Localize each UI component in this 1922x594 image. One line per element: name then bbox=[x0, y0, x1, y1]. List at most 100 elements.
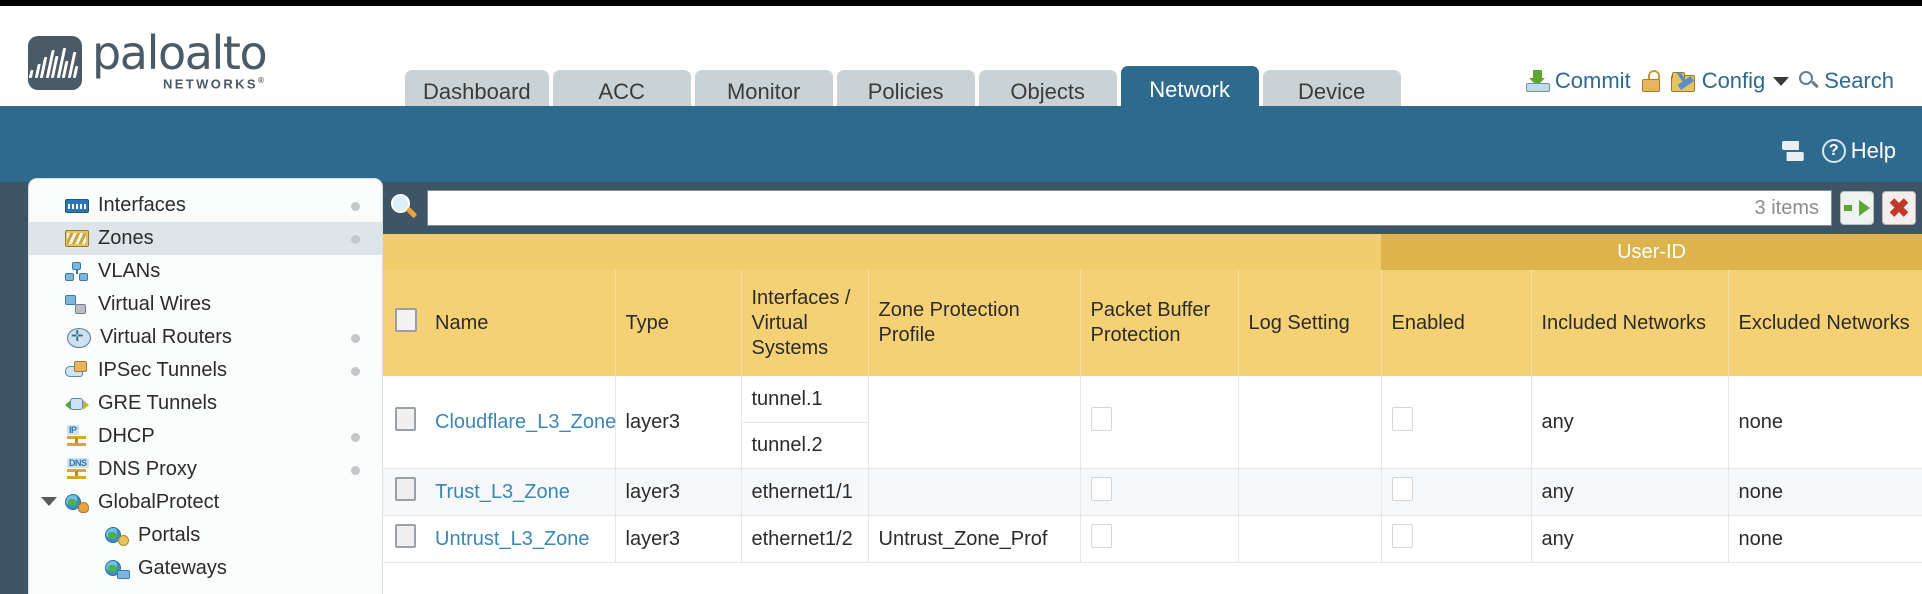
sidebar-item-label: Virtual Routers bbox=[100, 326, 232, 348]
dhcp-badge: IP bbox=[67, 424, 79, 435]
tab-monitor[interactable]: Monitor bbox=[694, 70, 833, 113]
sidebar-item-virtual-routers[interactable]: Virtual Routers bbox=[29, 321, 382, 354]
cell-included-networks: any bbox=[1531, 376, 1729, 469]
sidebar-item-label: Gateways bbox=[138, 557, 227, 579]
cell-name[interactable]: Cloudflare_L3_Zone bbox=[425, 376, 617, 469]
table-row[interactable]: Untrust_L3_Zone layer3 ethernet1/2 Untru… bbox=[383, 515, 1922, 563]
userid-enabled-checkbox[interactable] bbox=[1391, 524, 1413, 548]
cell-included-networks: any bbox=[1531, 515, 1729, 563]
sidebar-item-zones[interactable]: Zones bbox=[29, 222, 382, 255]
help-button[interactable]: ? Help bbox=[1821, 138, 1896, 164]
commit-button[interactable]: Commit bbox=[1525, 68, 1631, 94]
config-label: Config bbox=[1701, 68, 1766, 93]
sidebar-item-gateways[interactable]: Gateways bbox=[29, 552, 382, 585]
column-header-type[interactable]: Type bbox=[615, 270, 742, 376]
sidebar-item-interfaces[interactable]: Interfaces bbox=[29, 189, 382, 222]
column-header-log-setting[interactable]: Log Setting bbox=[1238, 270, 1382, 376]
tab-network[interactable]: Network bbox=[1120, 66, 1259, 113]
column-header-included-networks[interactable]: Included Networks bbox=[1531, 270, 1729, 376]
cell-userid-enabled[interactable] bbox=[1381, 515, 1532, 563]
select-all-checkbox[interactable] bbox=[395, 307, 417, 332]
cell-interfaces: tunnel.1 tunnel.2 bbox=[741, 376, 869, 469]
tab-policies[interactable]: Policies bbox=[836, 70, 975, 113]
config-menu-button[interactable]: Config bbox=[1670, 68, 1790, 94]
apply-filter-button[interactable] bbox=[1840, 191, 1874, 225]
row-select-cell[interactable] bbox=[383, 376, 425, 469]
cell-type: layer3 bbox=[615, 468, 742, 516]
sidebar-status-dot bbox=[351, 334, 360, 343]
sidebar-item-ipsec-tunnels[interactable]: IPSec Tunnels bbox=[29, 354, 382, 387]
sidebar-status-dot bbox=[351, 433, 360, 442]
dns-badge: DNS bbox=[67, 457, 89, 468]
cell-name[interactable]: Untrust_L3_Zone bbox=[425, 515, 616, 563]
packet-buffer-protection-checkbox[interactable] bbox=[1090, 477, 1112, 501]
column-header-packet-buffer-protection[interactable]: Packet Buffer Protection bbox=[1080, 270, 1239, 376]
row-select-cell[interactable] bbox=[383, 468, 425, 516]
packet-buffer-protection-checkbox[interactable] bbox=[1090, 524, 1112, 548]
userid-enabled-checkbox[interactable] bbox=[1391, 407, 1413, 431]
refresh-icon[interactable] bbox=[1780, 140, 1806, 162]
clear-filter-icon: ✖ bbox=[1888, 193, 1910, 223]
table-row[interactable]: Cloudflare_L3_Zone layer3 tunnel.1 tunne… bbox=[383, 376, 1922, 469]
sidebar-item-label: GRE Tunnels bbox=[98, 392, 217, 414]
cell-included-networks: any bbox=[1531, 468, 1729, 516]
sidebar-item-dhcp[interactable]: IP DHCP bbox=[29, 420, 382, 453]
column-header-excluded-networks[interactable]: Excluded Networks bbox=[1728, 270, 1922, 376]
row-checkbox[interactable] bbox=[395, 407, 416, 431]
tab-acc[interactable]: ACC bbox=[552, 70, 691, 113]
sidebar-item-dns-proxy[interactable]: DNS DNS Proxy bbox=[29, 453, 382, 486]
top-header-bar: paloalto NETWORKS® Dashboard ACC Monitor… bbox=[0, 0, 1922, 113]
userid-enabled-checkbox[interactable] bbox=[1391, 477, 1413, 501]
cell-packet-buffer-protection[interactable] bbox=[1080, 376, 1239, 469]
select-all-header[interactable] bbox=[383, 270, 425, 376]
apply-filter-icon bbox=[1843, 205, 1852, 211]
help-icon: ? bbox=[1821, 139, 1846, 163]
column-header-interfaces[interactable]: Interfaces / Virtual Systems bbox=[741, 270, 869, 376]
tab-objects[interactable]: Objects bbox=[978, 70, 1117, 113]
column-header-zone-protection-profile[interactable]: Zone Protection Profile bbox=[868, 270, 1081, 376]
sidebar-status-dot bbox=[351, 202, 360, 211]
packet-buffer-protection-checkbox[interactable] bbox=[1090, 407, 1112, 431]
sidebar-item-vlans[interactable]: VLANs bbox=[29, 255, 382, 288]
sidebar-item-portals[interactable]: Portals bbox=[29, 519, 382, 552]
cell-userid-enabled[interactable] bbox=[1381, 376, 1532, 469]
cell-name[interactable]: Trust_L3_Zone bbox=[425, 468, 616, 516]
main-content-panel: 3 items ✖ User-ID bbox=[383, 182, 1922, 594]
lock-icon bbox=[1641, 70, 1661, 92]
search-magnifier-icon[interactable] bbox=[391, 194, 419, 222]
cell-packet-buffer-protection[interactable] bbox=[1080, 468, 1239, 516]
table-header: User-ID Name Type Interfaces / Virtual S… bbox=[383, 234, 1922, 376]
zone-name-link[interactable]: Untrust_L3_Zone bbox=[435, 527, 590, 550]
column-header-enabled[interactable]: Enabled bbox=[1381, 270, 1532, 376]
table-row[interactable]: Trust_L3_Zone layer3 ethernet1/1 any bbox=[383, 468, 1922, 516]
paloalto-logo: paloalto NETWORKS® bbox=[28, 30, 268, 91]
sidebar-item-globalprotect[interactable]: GlobalProtect bbox=[29, 486, 382, 519]
tab-dashboard[interactable]: Dashboard bbox=[405, 70, 549, 113]
config-lock-button[interactable] bbox=[1641, 70, 1661, 92]
gateways-icon bbox=[105, 559, 130, 579]
zone-name-link[interactable]: Trust_L3_Zone bbox=[435, 480, 570, 503]
sidebar-item-label: Portals bbox=[138, 524, 201, 546]
cell-userid-enabled[interactable] bbox=[1381, 468, 1532, 516]
tab-device[interactable]: Device bbox=[1262, 70, 1401, 113]
chevron-down-icon bbox=[1773, 76, 1790, 86]
clear-filter-button[interactable]: ✖ bbox=[1882, 191, 1916, 225]
row-checkbox[interactable] bbox=[395, 524, 416, 548]
row-select-cell[interactable] bbox=[383, 515, 425, 563]
zone-name-link[interactable]: Cloudflare_L3_Zone bbox=[435, 410, 617, 433]
row-checkbox[interactable] bbox=[395, 477, 416, 501]
search-icon bbox=[1799, 71, 1820, 91]
portals-icon bbox=[105, 526, 129, 546]
cell-packet-buffer-protection[interactable] bbox=[1080, 515, 1239, 563]
sidebar-item-label: Zones bbox=[98, 227, 154, 249]
search-input-wrapper[interactable]: 3 items bbox=[427, 190, 1832, 226]
sidebar-item-gre-tunnels[interactable]: GRE Tunnels bbox=[29, 387, 382, 420]
sidebar-item-virtual-wires[interactable]: Virtual Wires bbox=[29, 288, 382, 321]
config-icon bbox=[1670, 70, 1697, 92]
expand-collapse-caret-icon[interactable] bbox=[41, 497, 57, 506]
dhcp-icon: IP bbox=[65, 424, 89, 447]
cell-zone-protection-profile bbox=[868, 468, 1081, 516]
search-button[interactable]: Search bbox=[1799, 68, 1894, 94]
zones-table: User-ID Name Type Interfaces / Virtual S… bbox=[383, 234, 1922, 563]
column-header-name[interactable]: Name bbox=[425, 270, 616, 376]
